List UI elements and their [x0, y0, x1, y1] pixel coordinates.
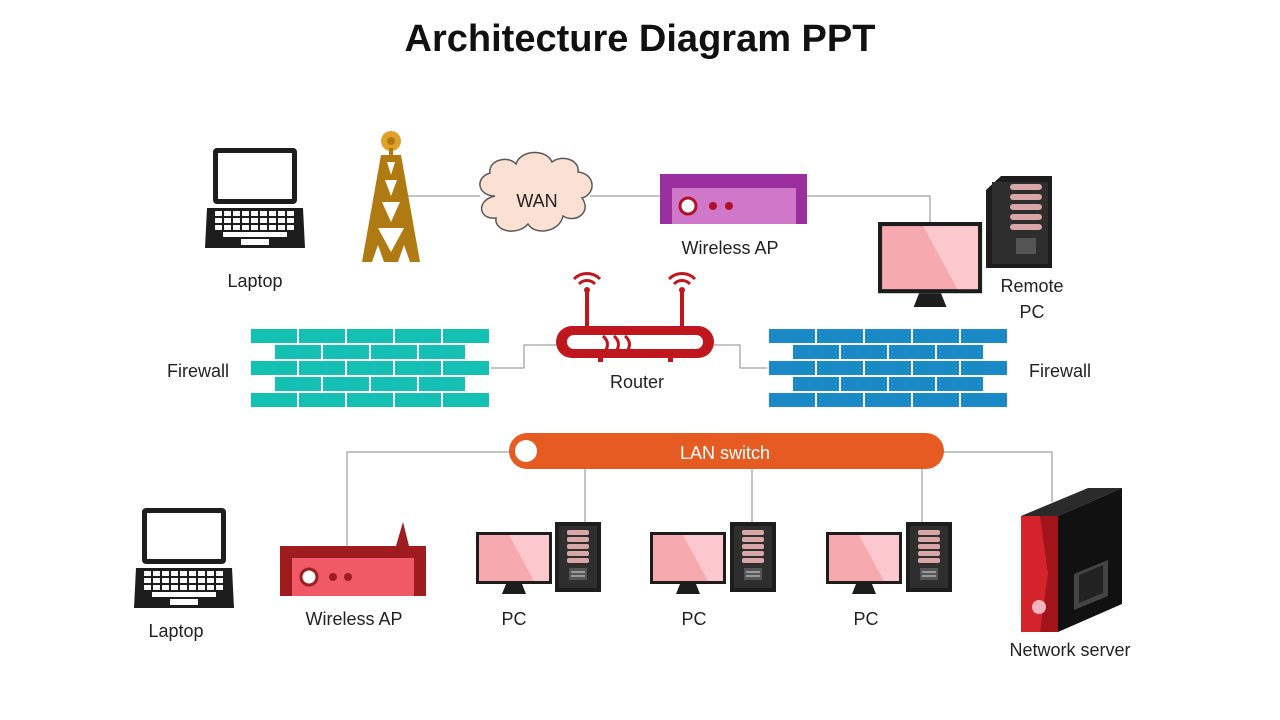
laptop-icon [205, 148, 305, 248]
wireless-ap-icon [660, 174, 807, 224]
pc-tower-icon [906, 522, 952, 592]
pc-label-1: PC [501, 609, 527, 629]
lan-switch-bar [509, 433, 944, 469]
brick-wall-icon [767, 327, 1009, 409]
pc-label-2: PC [681, 609, 707, 629]
firewall-left-label: Firewall [166, 361, 229, 381]
connector-lines [346, 195, 1053, 546]
remote-pc-label-line1: Remote [1000, 276, 1064, 296]
laptop-label: Laptop [227, 271, 283, 291]
pc-tower-icon [730, 522, 776, 592]
laptop-bottom-label: Laptop [148, 621, 204, 641]
wireless-ap-icon [280, 522, 426, 596]
wan-label: WAN [516, 191, 558, 211]
network-server-label: Network server [1009, 640, 1131, 660]
monitor-icon [878, 222, 983, 307]
page-title: Architecture Diagram PPT [404, 18, 876, 60]
router-label: Router [609, 372, 665, 392]
pc-tower-icon [986, 176, 1052, 268]
firewall-right-label: Firewall [1028, 361, 1091, 381]
antenna-tower-icon [362, 131, 420, 262]
monitor-icon [650, 532, 726, 594]
pc-label-3: PC [853, 609, 879, 629]
router-icon [556, 272, 714, 362]
brick-wall-icon [249, 327, 491, 409]
wireless-ap-label: Wireless AP [681, 238, 779, 258]
monitor-icon [826, 532, 902, 594]
pc-tower-icon [555, 522, 601, 592]
remote-pc-label: Remote PC [982, 273, 1082, 325]
server-icon [1021, 488, 1122, 632]
monitor-icon [476, 532, 552, 594]
cloud-icon [479, 151, 593, 232]
laptop-icon [134, 508, 234, 608]
lan-switch-label: LAN switch [679, 443, 771, 463]
wireless-ap-bottom-label: Wireless AP [305, 609, 403, 629]
remote-pc-label-line2: PC [1019, 302, 1045, 322]
